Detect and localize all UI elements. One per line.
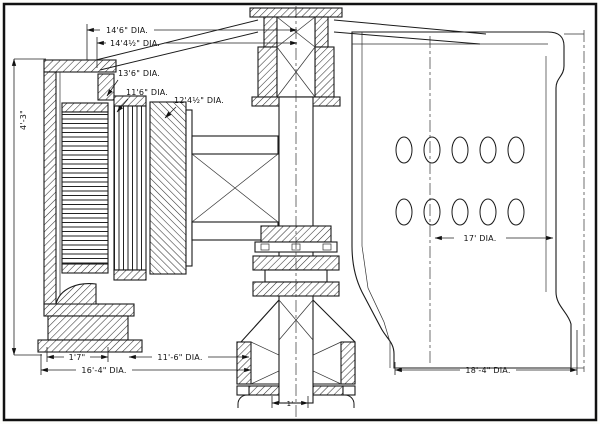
pipe-elbow-left bbox=[237, 394, 248, 408]
dim-label-11-6: 11'6" DIA. bbox=[126, 88, 168, 97]
cone-wall-right bbox=[340, 341, 356, 385]
pedestal-base bbox=[37, 339, 143, 353]
dim-label-1-7: 1'7" bbox=[69, 353, 86, 362]
dim-label-14-4h: 14'4½" DIA. bbox=[110, 39, 160, 48]
frame-top-flange bbox=[43, 59, 117, 73]
frame-left-wall bbox=[43, 71, 57, 305]
bearing-pedestal bbox=[47, 315, 129, 341]
rotor-spider bbox=[191, 135, 279, 241]
dimension-lines: 14'6" DIA. 14'4½" DIA. 13'6" DIA. 11'6" … bbox=[11, 24, 578, 408]
rim-clamp-bottom bbox=[113, 269, 147, 281]
vent-holes-row-1 bbox=[395, 136, 525, 164]
dim-label-17: 17' DIA. bbox=[464, 234, 497, 243]
core-clamp-bottom bbox=[61, 263, 109, 274]
housing-wall-left bbox=[257, 46, 278, 98]
housing-wall-right-upper bbox=[314, 16, 329, 48]
frame-foot-beam bbox=[43, 303, 135, 317]
field-pole bbox=[149, 101, 193, 275]
frame-curved-support bbox=[55, 283, 97, 305]
vent-holes-row-2 bbox=[395, 198, 525, 226]
rim-clamp-top bbox=[113, 95, 147, 107]
dim-label-12-4h: 12'4½" DIA. bbox=[174, 96, 224, 105]
housing-wall-right bbox=[314, 46, 335, 98]
dim-label-14-6: 14'6" DIA. bbox=[106, 26, 148, 35]
spider-beam-upper bbox=[191, 135, 279, 155]
upper-bracket-arms bbox=[95, 19, 487, 71]
frame-bracket bbox=[97, 73, 115, 101]
dim-label-1: 1' bbox=[287, 400, 294, 408]
pipe-elbow-right bbox=[344, 394, 355, 408]
base-tab-left bbox=[236, 385, 250, 396]
rotor-rim bbox=[113, 95, 147, 281]
dim-label-16-4: 16'-4" DIA. bbox=[81, 366, 126, 375]
cone-wall-left bbox=[236, 341, 252, 385]
base-tab-right bbox=[342, 385, 356, 396]
dim-label-11-6-b: 11'-6" DIA. bbox=[157, 353, 202, 362]
pole-face bbox=[185, 109, 193, 267]
dim-label-4-3: 4'-3" bbox=[19, 110, 28, 130]
lamination-stack bbox=[61, 111, 109, 265]
stator-core bbox=[61, 102, 109, 274]
dim-label-18-4: 18'-4" DIA. bbox=[465, 366, 510, 375]
generator-frame bbox=[37, 59, 143, 353]
turbine-casing bbox=[351, 30, 585, 372]
pole-body bbox=[149, 101, 187, 275]
core-clamp-top bbox=[61, 102, 109, 113]
dim-label-13-6: 13'6" DIA. bbox=[118, 69, 160, 78]
rim-stack bbox=[113, 105, 147, 271]
housing-wall-left-upper bbox=[263, 16, 278, 48]
